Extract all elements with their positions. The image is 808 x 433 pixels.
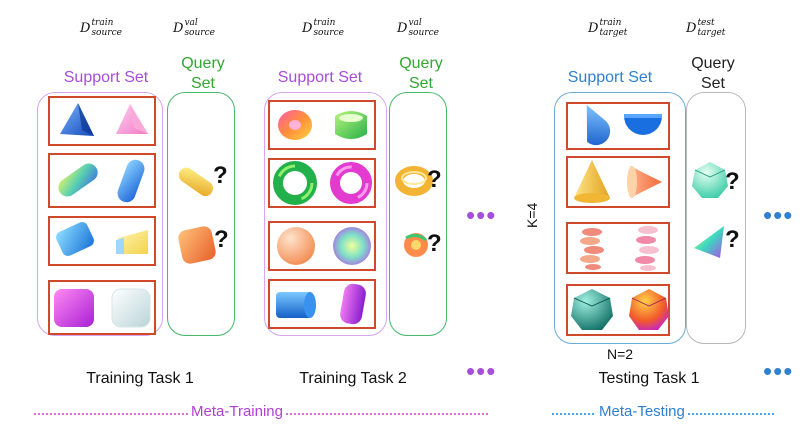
ellipsis-icon: ••• (466, 356, 497, 386)
torus-icon (273, 161, 317, 205)
support-pair-t2-4 (268, 279, 376, 329)
sphere-icon (333, 227, 371, 265)
cone-icon (694, 226, 724, 258)
pyramid-icon (116, 104, 148, 134)
support-pair-t3-4 (566, 284, 670, 336)
half-cylinder-icon (586, 104, 611, 146)
capsule-icon (117, 159, 145, 203)
support-pair-t3-3 (566, 222, 670, 274)
ellipsis-icon: ••• (763, 356, 794, 386)
sphere-icon (277, 227, 315, 265)
support-set-box-1 (37, 92, 163, 336)
cone-icon (574, 160, 610, 203)
capsule-icon (178, 167, 214, 197)
query-set-box-3 (686, 92, 746, 344)
task-label-3: Testing Task 1 (598, 370, 700, 387)
ellipsis-icon: ••• (763, 200, 794, 230)
support-pair-t2-3 (268, 221, 376, 271)
question-mark: ? (214, 226, 229, 253)
icosphere-icon (571, 289, 613, 330)
question-mark: ? (213, 162, 228, 189)
question-mark: ? (427, 166, 442, 193)
support-pair-t3-2 (566, 156, 670, 208)
support-set-box-3 (554, 92, 686, 344)
query-set-box-1 (167, 92, 235, 336)
half-cylinder-icon (624, 114, 662, 135)
ellipsis-icon: ••• (466, 200, 497, 230)
rounded-prism-icon (116, 230, 148, 254)
cylinder-icon (276, 292, 316, 318)
rounded-cube-icon (111, 288, 151, 328)
question-mark: ? (427, 230, 442, 257)
twisted-torus-icon (404, 233, 428, 257)
rounded-prism-icon (56, 222, 94, 256)
k-shot-label: K=4 (524, 202, 540, 228)
support-set-label-2: Support Set (277, 69, 363, 86)
support-pair-t2-2 (268, 158, 376, 208)
rounded-cube-icon (54, 289, 94, 327)
support-set-label-1: Support Set (63, 69, 149, 86)
torus-icon (330, 162, 372, 204)
rounded-cube-icon (178, 226, 216, 264)
support-pair-t1-3 (48, 216, 156, 266)
support-pair-t3-1 (566, 102, 670, 150)
spiral-icon (635, 226, 659, 271)
support-pair-t1-2 (48, 153, 156, 208)
cone-icon (627, 166, 662, 198)
support-pair-t2-1 (268, 100, 376, 150)
cylinder-icon (340, 283, 366, 325)
support-pair-t1-1 (48, 96, 156, 146)
support-set-label-3: Support Set (567, 69, 653, 86)
torus-icon (395, 166, 433, 196)
meta-testing-label: Meta-Testing (596, 403, 688, 420)
question-mark: ? (725, 226, 740, 253)
twisted-torus-icon (335, 111, 367, 139)
support-set-box-2 (264, 92, 387, 336)
icosphere-icon (692, 162, 728, 198)
support-pair-t1-4 (48, 280, 156, 335)
question-mark: ? (725, 168, 740, 195)
spiral-icon (580, 228, 604, 270)
capsule-icon (58, 163, 98, 197)
n-way-label: N=2 (607, 346, 634, 362)
icosphere-icon (629, 289, 669, 330)
pyramid-icon (60, 103, 94, 136)
task-label-1: Training Task 1 (86, 370, 194, 387)
twisted-torus-icon (278, 110, 312, 140)
query-set-box-2 (389, 92, 447, 336)
meta-training-label: Meta-Training (188, 403, 286, 420)
task-label-2: Training Task 2 (299, 370, 407, 387)
